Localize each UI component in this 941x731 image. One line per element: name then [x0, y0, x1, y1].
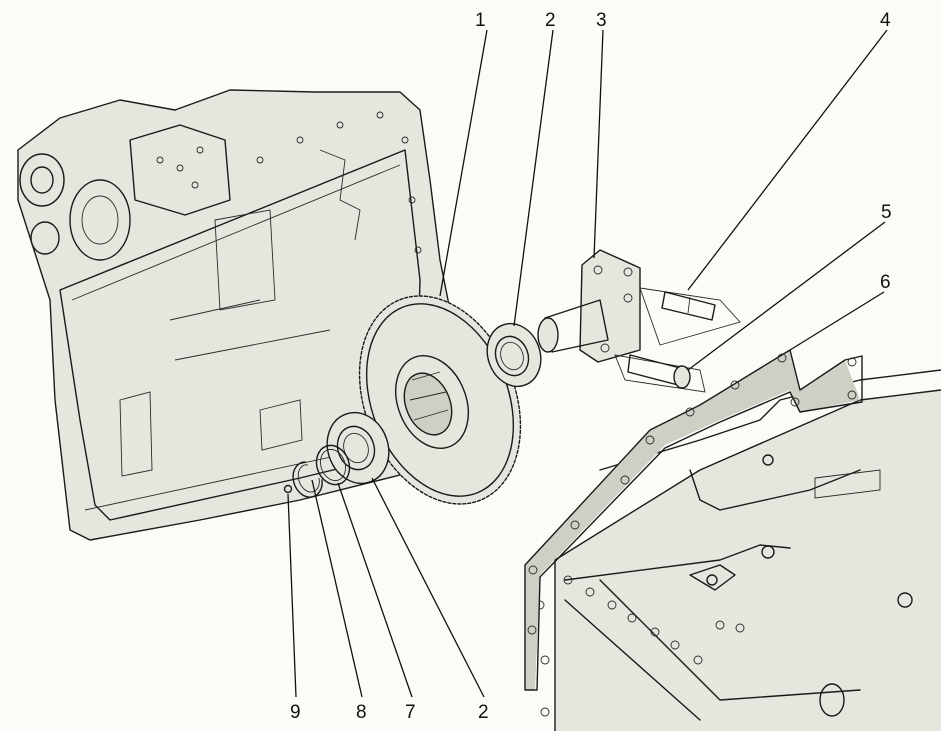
callout-1: 1 — [475, 10, 486, 31]
leader-8 — [311, 479, 363, 698]
bearing-lower — [326, 411, 390, 485]
callout-8: 8 — [356, 702, 367, 723]
bolt — [614, 354, 706, 393]
callout-4: 4 — [880, 10, 891, 31]
leader-6 — [789, 291, 885, 351]
stud-bolt — [639, 287, 741, 346]
shim-ring — [315, 444, 351, 486]
gasket — [524, 349, 863, 691]
leader-2-bottom — [371, 477, 485, 698]
leader-7 — [337, 482, 413, 698]
callout-9: 9 — [290, 702, 301, 723]
leader-9 — [287, 493, 297, 698]
callout-3: 3 — [596, 10, 607, 31]
callout-2-top: 2 — [545, 10, 556, 31]
callout-labels: 1 2 3 4 5 6 9 8 7 2 — [290, 10, 892, 723]
retaining-ring — [292, 461, 323, 498]
callout-7: 7 — [405, 702, 416, 723]
leader-4 — [687, 29, 888, 291]
leader-1 — [439, 29, 488, 297]
leader-5 — [687, 221, 886, 371]
callout-5: 5 — [881, 202, 892, 223]
leader-2-top — [513, 29, 554, 327]
callout-6: 6 — [880, 272, 891, 293]
callout-2-bottom: 2 — [478, 702, 489, 723]
axle-flange — [537, 249, 641, 363]
small-ball — [283, 484, 293, 494]
leader-3 — [593, 29, 604, 259]
bearing-upper — [486, 322, 542, 388]
leader-lines — [287, 29, 888, 698]
right-housing — [535, 369, 941, 731]
